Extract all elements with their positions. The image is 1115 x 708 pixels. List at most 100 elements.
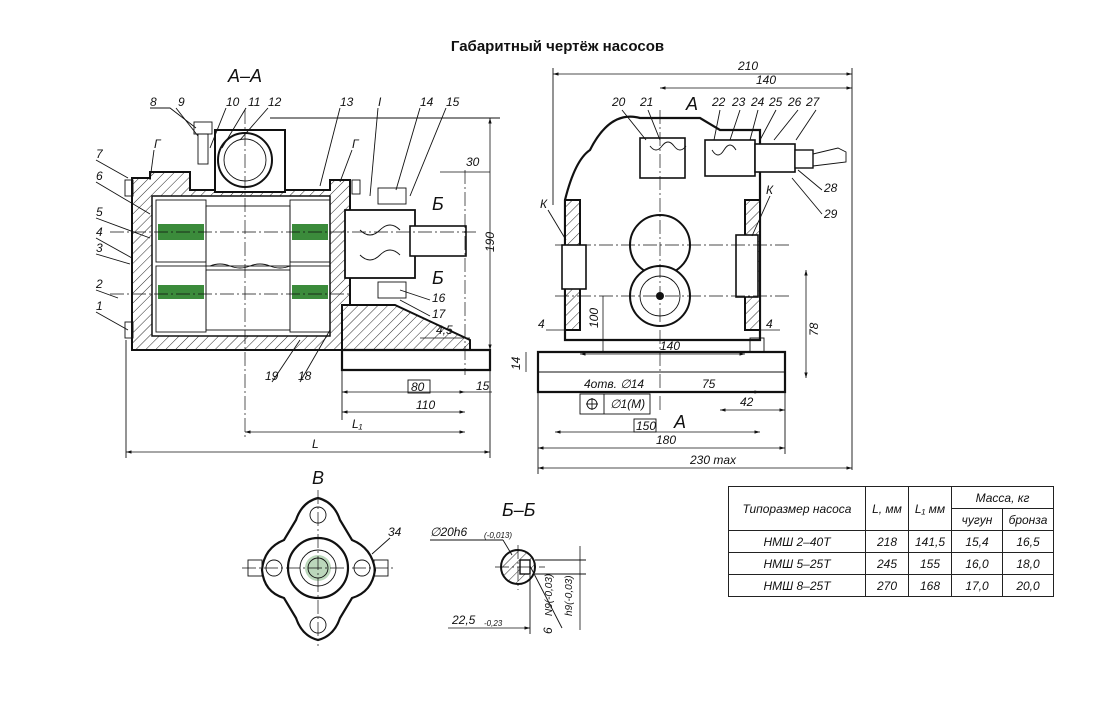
section-a-mark-bottom: А: [673, 412, 686, 432]
section-aa-label: А–А: [227, 66, 262, 86]
callout-17: 17: [432, 307, 447, 321]
cell-l: 218: [865, 530, 909, 553]
table-header-l: L, мм: [865, 486, 909, 531]
cell-bronze: 20,0: [1002, 574, 1054, 597]
shaft-diameter-tol: (-0,013): [484, 531, 512, 540]
dim-14: 14: [509, 356, 523, 370]
callout-13: 13: [340, 95, 354, 109]
callout-5: 5: [96, 205, 103, 219]
label-b-top: Б: [432, 194, 444, 214]
table-header-type: Типоразмер насоса: [728, 486, 866, 531]
callout-21: 21: [639, 95, 653, 109]
cell-cast: 17,0: [951, 574, 1003, 597]
callout-11: 11: [248, 95, 260, 109]
dim-190: 190: [483, 232, 497, 252]
callout-16: 16: [432, 291, 446, 305]
table-header-bronze: бронза: [1002, 508, 1054, 531]
spec-table: Типоразмер насоса L, мм L₁ мм Масса, кг …: [728, 486, 1054, 597]
label-g-left: Г: [154, 137, 162, 151]
cell-l1: 155: [908, 552, 952, 575]
dim-110: 110: [416, 398, 435, 412]
key-height-tol: h9(-0,03): [564, 575, 575, 616]
callout-10: 10: [226, 95, 240, 109]
section-a-mark-top: А: [685, 94, 698, 114]
callout-14: 14: [420, 95, 434, 109]
callout-27: 27: [805, 95, 821, 109]
label-g-right: Г: [352, 137, 360, 151]
cell-bronze: 18,0: [1002, 552, 1054, 575]
dim-210: 210: [737, 59, 758, 73]
callout-8: 8: [150, 95, 157, 109]
label-k-left: К: [540, 197, 548, 211]
table-header-cast: чугун: [951, 508, 1003, 531]
callout-6: 6: [96, 169, 103, 183]
callout-34: 34: [388, 525, 402, 539]
cell-cast: 15,4: [951, 530, 1003, 553]
dim-holes: 4отв. ∅14: [584, 377, 644, 391]
side-view: [536, 110, 847, 410]
shaft-diameter: ∅20h6: [430, 525, 467, 539]
dim-4-right: 4: [766, 317, 773, 331]
dim-230-max: 230 max: [689, 453, 737, 467]
callout-12: 12: [268, 95, 282, 109]
key-length-tol: -0,23: [484, 619, 503, 628]
callout-23: 23: [731, 95, 746, 109]
callouts-aa: 8 9 10 11 12 13 I 14 15 7 6 5 4 3 2 1 Г …: [95, 95, 460, 383]
dim-78: 78: [807, 322, 821, 336]
dim-140-bottom: 140: [660, 339, 680, 353]
callout-2: 2: [95, 277, 103, 291]
page-title: Габаритный чертёж насосов: [450, 38, 665, 55]
callout-26: 26: [787, 95, 802, 109]
cell-l1: 168: [908, 574, 952, 597]
dim-4-left: 4: [538, 317, 545, 331]
callouts-side: 20 21 А 22 23 24 25 26 27 28 29 К К: [540, 94, 838, 241]
cell-l1: 141,5: [908, 530, 952, 553]
callout-7: 7: [96, 147, 104, 161]
callout-24: 24: [750, 95, 765, 109]
cell-bronze: 16,5: [1002, 530, 1054, 553]
dim-80: 80: [411, 380, 425, 394]
dim-150: 150: [636, 419, 656, 433]
cell-type: НМШ 5–25Т: [728, 552, 866, 575]
callout-15: 15: [446, 95, 460, 109]
dim-l1: L₁: [352, 417, 363, 431]
dim-42: 42: [740, 395, 754, 409]
callout-3: 3: [96, 241, 103, 255]
key-width-tol: N9(-0,03): [544, 574, 555, 616]
key-width: 6: [541, 627, 555, 634]
table-header-l1: L₁ мм: [908, 486, 952, 531]
tolerance-frame: ∅1(M): [610, 397, 645, 411]
callout-i: I: [378, 95, 382, 109]
table-row: НМШ 2–40Т 218 141,5 15,4 16,5: [728, 530, 1054, 553]
table-row: НМШ 5–25Т 245 155 16,0 18,0: [728, 552, 1054, 575]
section-aa-view: А–А: [110, 66, 492, 440]
callout-18: 18: [298, 369, 312, 383]
cell-l: 245: [865, 552, 909, 575]
cell-cast: 16,0: [951, 552, 1003, 575]
label-k-right: К: [766, 183, 774, 197]
callout-4: 4: [96, 225, 103, 239]
dim-4-5: 4,5: [436, 323, 453, 337]
section-bb-label: Б–Б: [502, 500, 536, 520]
callout-28: 28: [823, 181, 838, 195]
callout-29: 29: [823, 207, 838, 221]
dimensions-aa: 190 30 4,5 80 15 110 L₁ L: [125, 117, 500, 458]
callout-9: 9: [178, 95, 185, 109]
cell-type: НМШ 8–25Т: [728, 574, 866, 597]
dimensions-side: 210 140 100 4 4 14 140 78 4отв. ∅14 75 4…: [509, 59, 853, 474]
dim-75: 75: [702, 377, 716, 391]
cell-l: 270: [865, 574, 909, 597]
dim-l: L: [312, 437, 319, 451]
dim-180: 180: [656, 433, 676, 447]
dim-100: 100: [587, 308, 601, 328]
callout-1: 1: [96, 299, 103, 313]
dim-15: 15: [476, 379, 490, 393]
key-length: 22,5: [451, 613, 476, 627]
label-b-bottom: Б: [432, 268, 444, 288]
callout-20: 20: [611, 95, 626, 109]
dim-140-top: 140: [756, 73, 776, 87]
view-v-label: В: [312, 468, 324, 488]
callout-22: 22: [711, 95, 726, 109]
section-bb-view: Б–Б ∅20h6 (-0,013) 22,5 -0,23 6 N9(-0,03…: [430, 500, 586, 634]
